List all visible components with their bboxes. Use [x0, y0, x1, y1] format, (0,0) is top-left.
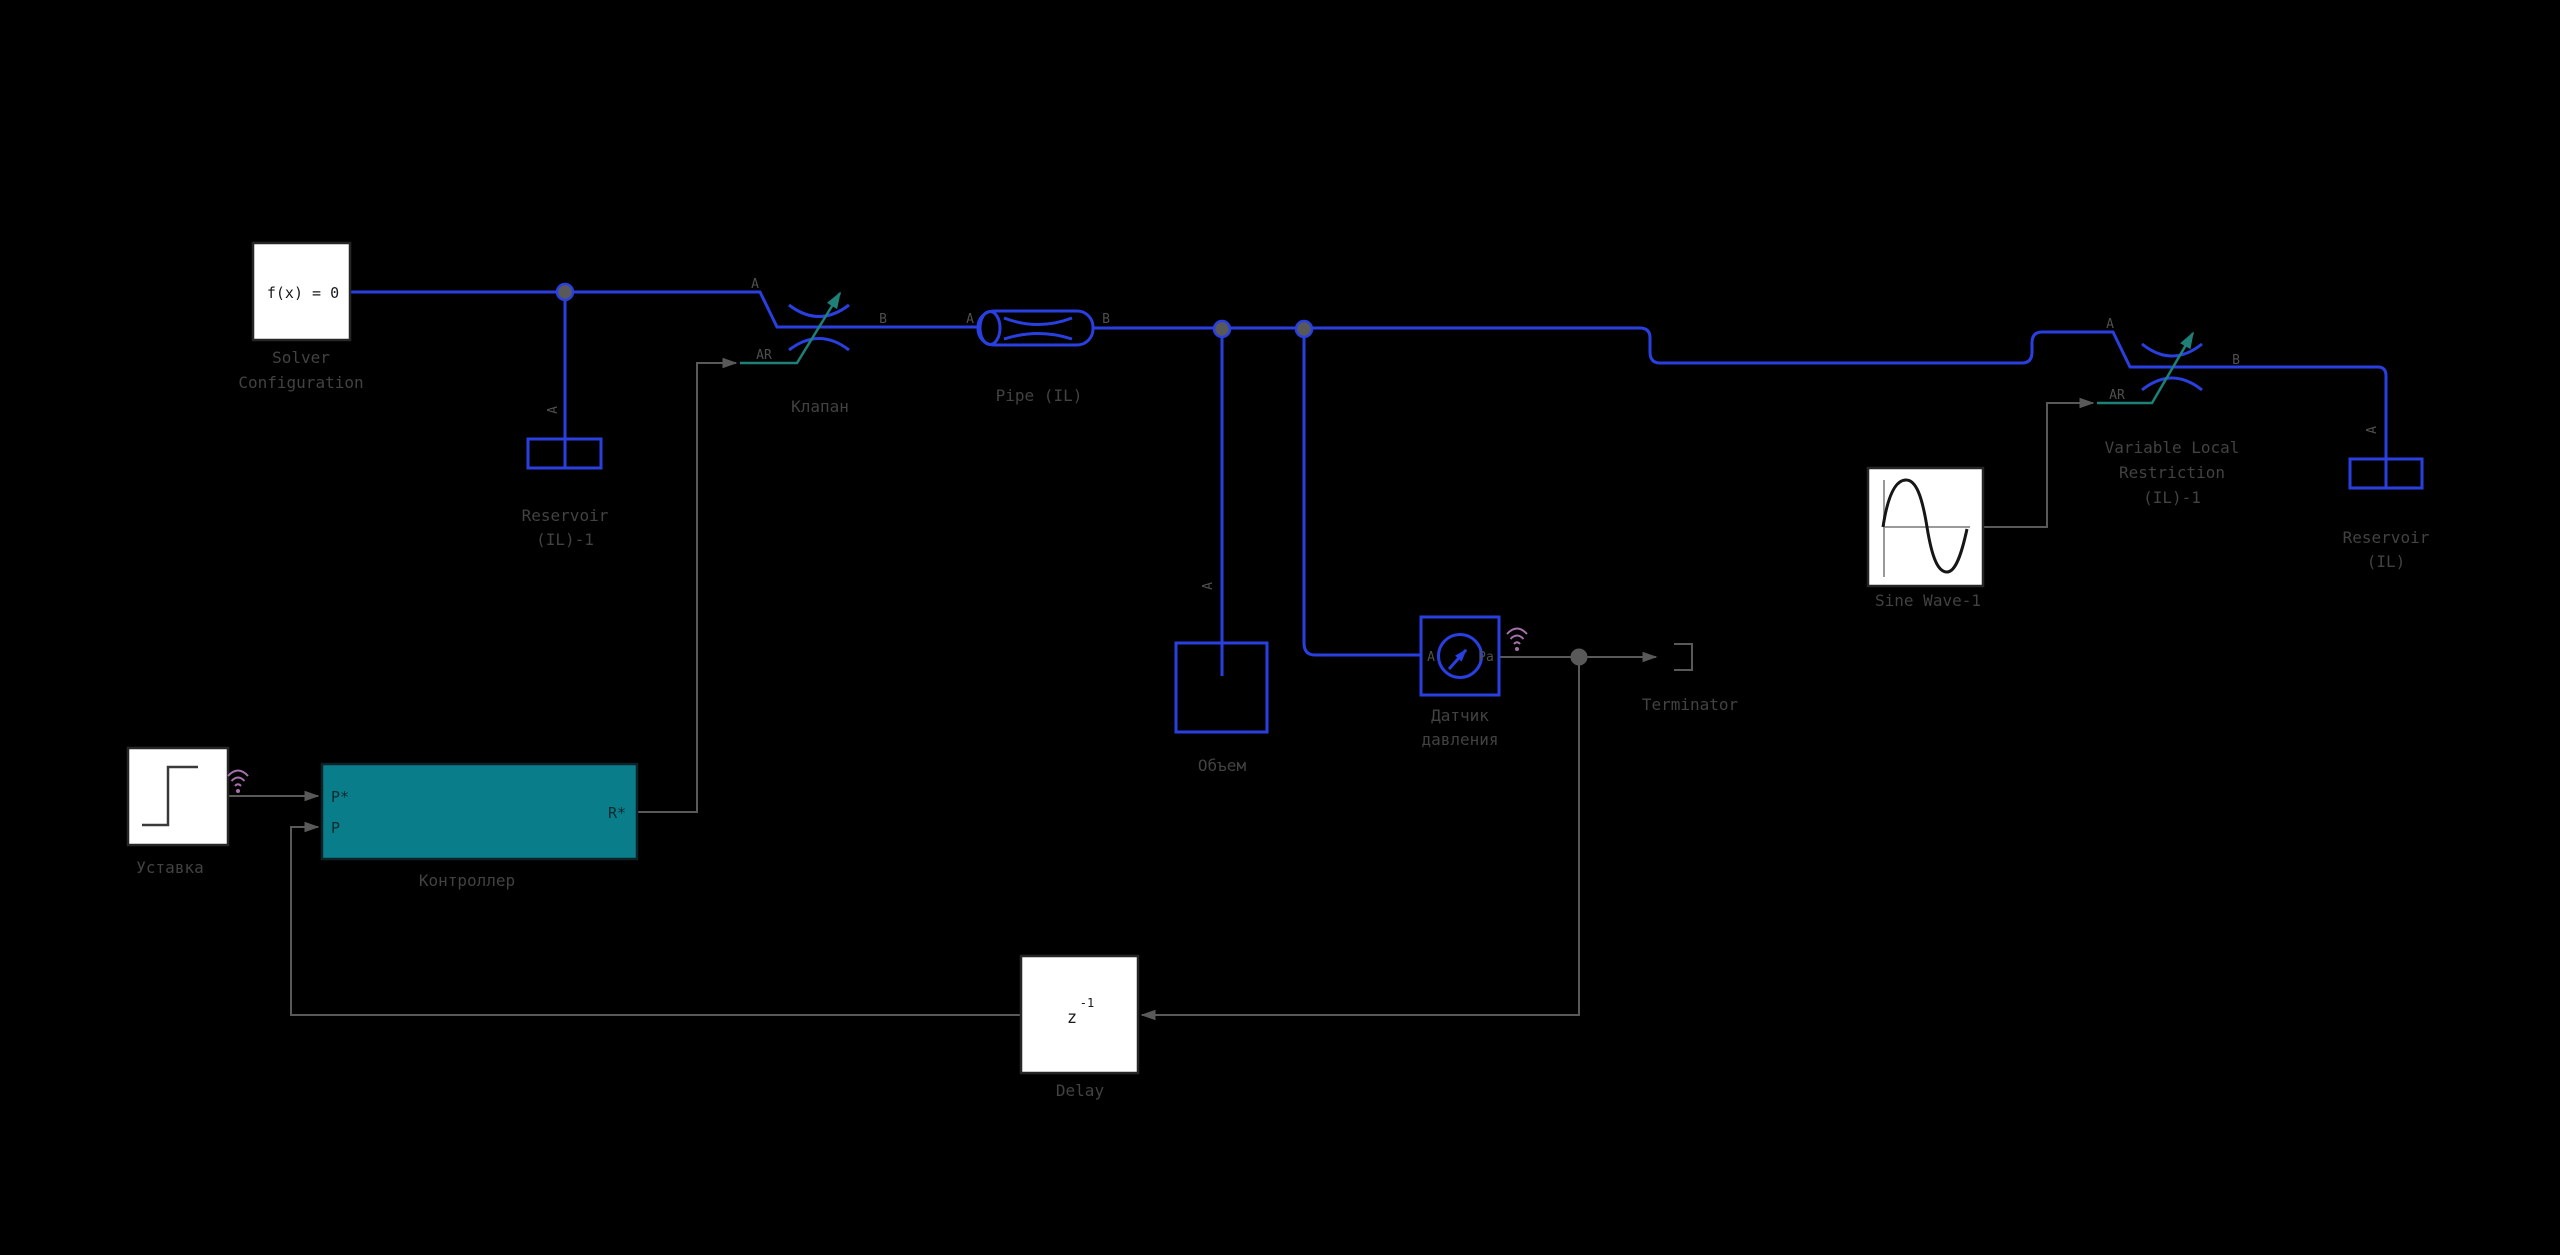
- terminator-block[interactable]: [1674, 643, 1693, 671]
- pipe-venturi-upper: [1003, 316, 1073, 326]
- reservoir-il-label: Reservoir: [2343, 528, 2430, 547]
- pressure-sensor-label: давления: [1421, 730, 1498, 749]
- pressure-sensor-port-a: A: [1427, 650, 1435, 665]
- controller-port-p: P: [331, 819, 340, 837]
- valve-port-b: B: [879, 312, 887, 327]
- restriction-port-b: B: [2232, 353, 2240, 368]
- controller-port-p-star: P*: [331, 788, 349, 806]
- reservoir-il-1-block[interactable]: [526, 437, 603, 470]
- conn-branch-to-pressure-sensor[interactable]: [1302, 329, 1421, 657]
- delay-body: [1019, 954, 1140, 1075]
- delay-label: Delay: [1056, 1081, 1105, 1100]
- volume-label: Объем: [1198, 756, 1247, 775]
- valve-port-a: A: [751, 277, 759, 292]
- valve-lower-arc: [788, 337, 850, 352]
- wire-sine-to-var-restriction-ar[interactable]: [1983, 397, 2095, 528]
- solver-configuration-label: Configuration: [238, 373, 363, 392]
- setpoint-block[interactable]: [126, 746, 230, 847]
- wireless-icon: [1506, 627, 1528, 651]
- pressure-sensor-port-pa: Pa: [1478, 650, 1494, 665]
- reservoir-il-block[interactable]: [2348, 457, 2424, 490]
- variable-local-restriction-label: Variable Local: [2105, 438, 2240, 457]
- conn-pipe-to-var-restriction[interactable]: [1093, 326, 2388, 488]
- pipe-body: [976, 309, 1095, 347]
- wireless-icon: [227, 769, 249, 793]
- pipe-block[interactable]: [976, 309, 1095, 347]
- pressure-sensor-label: Датчик: [1431, 706, 1489, 725]
- pressure-sensor-block[interactable]: [1419, 615, 1501, 697]
- reservoir-il-label: (IL): [2367, 552, 2406, 571]
- variable-local-restriction-label: (IL)-1: [2143, 488, 2201, 507]
- controller-port-r-star: R*: [608, 804, 626, 822]
- controller-label: Контроллер: [419, 871, 515, 890]
- wire-controller-to-valve-ar[interactable]: [637, 357, 738, 813]
- restriction-lower-arc: [2141, 376, 2203, 392]
- valve-upper-arc: [788, 303, 850, 318]
- pressure-gauge-needle: [1447, 648, 1468, 671]
- pipe-label: Pipe (IL): [996, 386, 1083, 405]
- restriction-port-a: A: [2106, 317, 2114, 332]
- sine-wave-block[interactable]: [1866, 466, 1985, 588]
- wire-delay-to-controller-p[interactable]: [290, 821, 1021, 1016]
- reservoir-il-port-a: A: [2365, 426, 2380, 434]
- junction-dot: [1570, 648, 1588, 666]
- step-graphic: [142, 765, 198, 827]
- solver-configuration-block[interactable]: [251, 241, 352, 342]
- variable-local-restriction-label: Restriction: [2119, 463, 2225, 482]
- volume-port-a: A: [1201, 582, 1216, 590]
- reservoir-il-1-label: (IL)-1: [536, 530, 594, 549]
- pipe-venturi-lower: [1003, 332, 1073, 341]
- valve-label: Клапан: [791, 397, 849, 416]
- pipe-port-b: B: [1102, 312, 1110, 327]
- conn-solver-to-valve[interactable]: [350, 290, 978, 329]
- volume-block[interactable]: [1174, 641, 1269, 734]
- pressure-gauge-circle: [1437, 633, 1483, 679]
- setpoint-label: Уставка: [136, 858, 203, 877]
- delay-icon-text: z: [1067, 1008, 1077, 1028]
- restriction-control-arrow: [2097, 331, 2195, 405]
- wire-sensor-branch-to-delay[interactable]: [1140, 663, 1580, 1021]
- junction-dot: [1212, 319, 1232, 339]
- restriction-upper-arc: [2141, 342, 2203, 358]
- reservoir-il-1-label: Reservoir: [522, 506, 609, 525]
- delay-icon-exponent: -1: [1080, 996, 1094, 1010]
- pipe-left-cap: [978, 310, 1002, 346]
- junction-dot: [1294, 319, 1314, 339]
- pressure-sensor-body: [1419, 615, 1501, 697]
- variable-local-restriction-block[interactable]: [2097, 331, 2203, 405]
- reservoir-il-1-port-a: A: [546, 406, 561, 414]
- terminator-label: Terminator: [1642, 695, 1739, 714]
- valve-block[interactable]: [740, 291, 850, 365]
- valve-control-arrow: [740, 291, 842, 365]
- delay-block[interactable]: z -1: [1019, 954, 1140, 1075]
- solver-configuration-label: Solver: [272, 348, 330, 367]
- pipe-port-a: A: [966, 312, 974, 327]
- controller-block[interactable]: [320, 762, 639, 861]
- restriction-port-ar: AR: [2109, 388, 2125, 403]
- valve-port-ar: AR: [756, 348, 772, 363]
- setpoint-body: [126, 746, 230, 847]
- sine-wave-label: Sine Wave-1: [1875, 591, 1981, 610]
- junction-dot: [555, 282, 575, 302]
- sine-wave-curve: [1881, 478, 1969, 574]
- solver-configuration-icon-text: f(x) = 0: [267, 284, 339, 302]
